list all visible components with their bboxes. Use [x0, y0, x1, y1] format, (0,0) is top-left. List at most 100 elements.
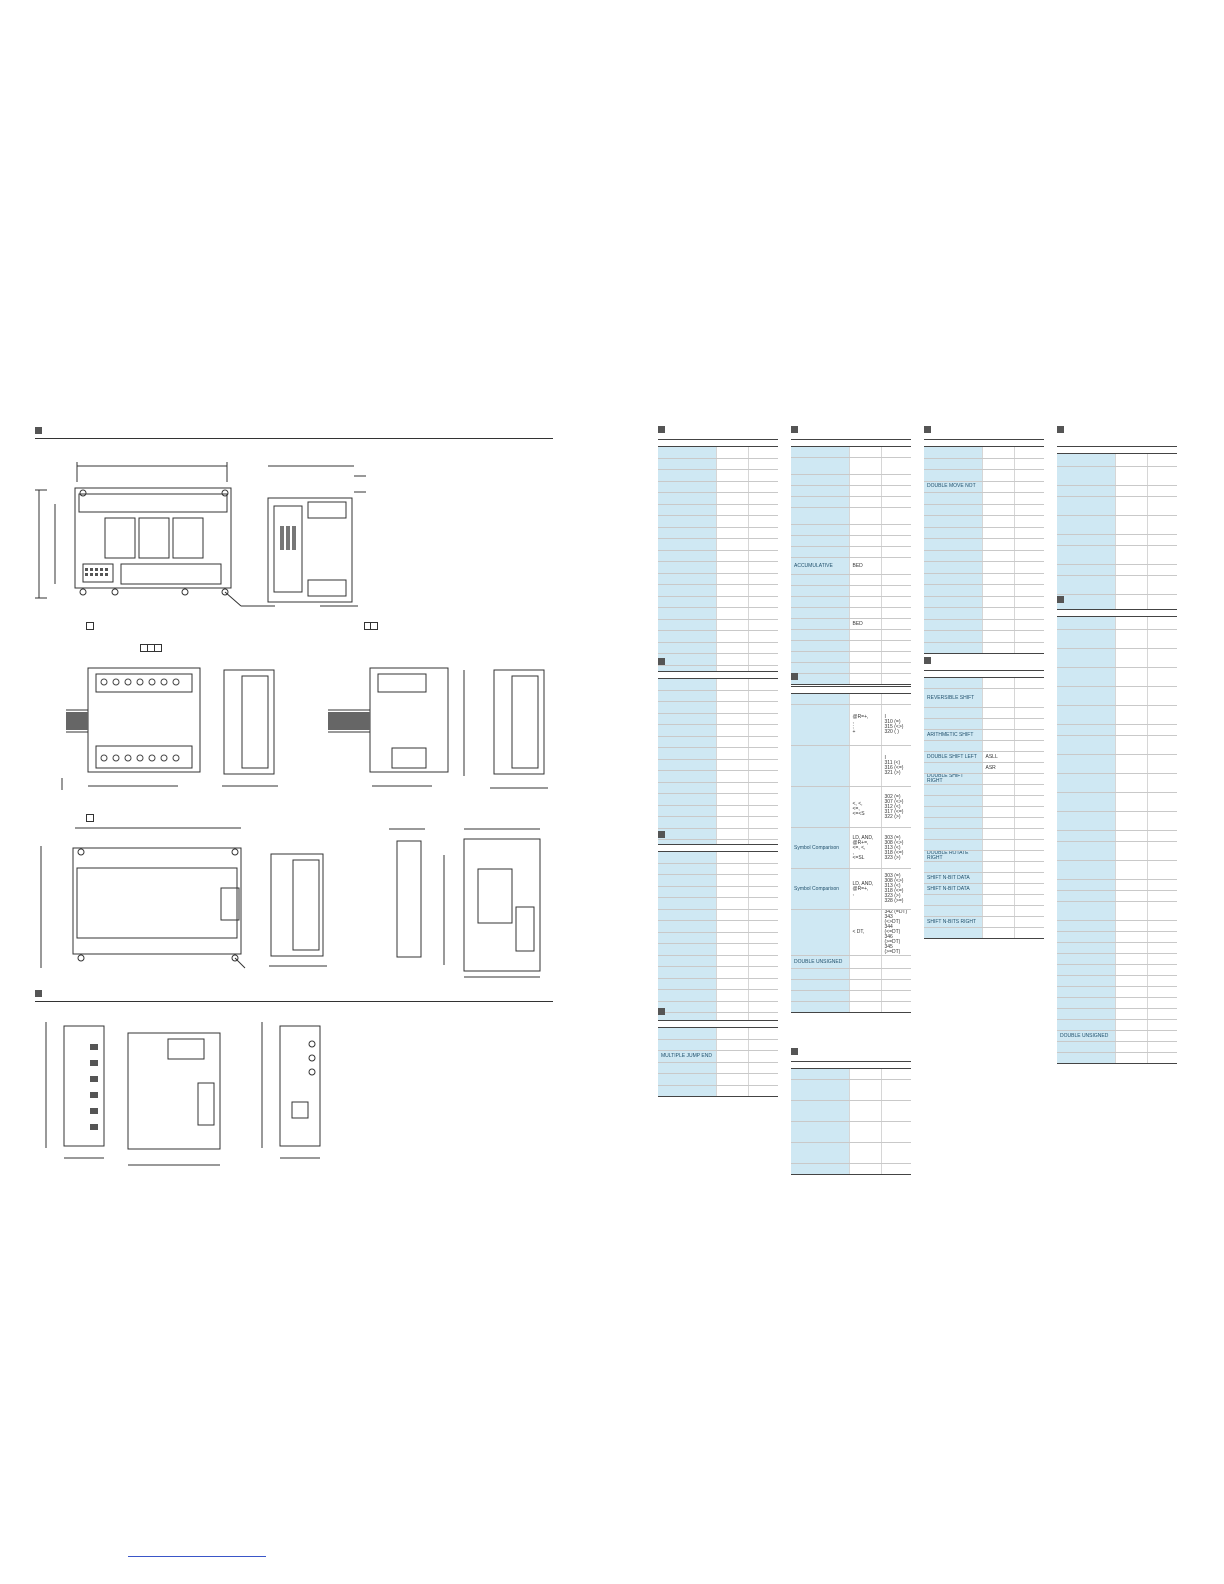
- table-cell: [1114, 1008, 1147, 1020]
- table-row: [1057, 830, 1177, 842]
- table-cell: [1146, 830, 1177, 842]
- table-cell: [1114, 496, 1147, 516]
- table-cell: [1114, 1052, 1147, 1064]
- table-cell: [1057, 466, 1115, 486]
- table-cell: [747, 886, 778, 898]
- table-cell: [848, 629, 881, 641]
- table-cell: [981, 839, 1014, 851]
- table-cell: [715, 909, 748, 921]
- table-header-cell: [748, 439, 778, 447]
- table-cell: [658, 1085, 716, 1097]
- table-cell: [715, 1001, 748, 1013]
- table-cell: [1057, 724, 1115, 736]
- table-row: MULTIPLE JUMP END: [658, 1050, 778, 1063]
- table-row: [658, 978, 778, 990]
- table-row: [1057, 534, 1177, 546]
- table-row: [791, 662, 911, 674]
- table-cell: [880, 955, 911, 969]
- table-cell: [791, 1068, 849, 1080]
- table-cell: [747, 805, 778, 817]
- table-row: [791, 1079, 911, 1101]
- footer-link[interactable]: [128, 1556, 266, 1557]
- table-row: [658, 874, 778, 887]
- table-cell: [981, 718, 1014, 730]
- table-cell: [880, 968, 911, 980]
- table-cell: BED: [848, 557, 881, 575]
- table-cell: [791, 485, 849, 497]
- table-cell: [791, 618, 849, 630]
- module-front-drawing: [440, 825, 550, 985]
- table-cell: [1114, 920, 1147, 932]
- table-row: [791, 693, 911, 705]
- instruction-table: [1057, 446, 1177, 625]
- table-cell: [981, 729, 1014, 741]
- table-cell: [880, 446, 911, 458]
- table-cell: [1057, 860, 1115, 880]
- table-cell: [1114, 648, 1147, 668]
- table-cell: [1114, 841, 1147, 861]
- table-row: [924, 561, 1044, 574]
- table-cell: [848, 446, 881, 458]
- table-cell: [715, 851, 748, 864]
- table-cell: [658, 909, 716, 921]
- table-cell: [924, 806, 982, 818]
- table-cell: [1057, 942, 1115, 954]
- table-cell: [848, 546, 881, 558]
- table-cell: [1114, 515, 1147, 535]
- table-cell: [880, 474, 911, 486]
- table-cell: [1114, 754, 1147, 774]
- table-cell: [715, 989, 748, 1002]
- table-cell: [1146, 1030, 1177, 1042]
- table-row: [791, 607, 911, 619]
- table-cell: [880, 990, 911, 1002]
- table-cell: [924, 630, 982, 643]
- table-cell: [791, 1142, 849, 1164]
- table-cell: [791, 704, 849, 746]
- table-cell: [981, 619, 1014, 631]
- table-cell: [1114, 901, 1147, 921]
- table-cell: [924, 642, 982, 654]
- table-row: [1057, 975, 1177, 987]
- table-cell: [791, 990, 849, 1002]
- table-cell: [1057, 975, 1115, 987]
- table-cell: [981, 894, 1014, 906]
- table-cell: [658, 690, 716, 702]
- table-cell: [848, 474, 881, 486]
- table-row: [658, 782, 778, 794]
- table-cell: [747, 978, 778, 990]
- table-cell: [1146, 735, 1177, 755]
- table-cell: [791, 1079, 849, 1101]
- comm-module-drawing: [256, 1018, 331, 1170]
- table-cell: [658, 446, 716, 459]
- table-cell: [1114, 534, 1147, 546]
- cpu-module-drawing: [122, 1025, 232, 1173]
- table-cell: [747, 932, 778, 944]
- table-cell: [924, 458, 982, 470]
- table-row: [1057, 953, 1177, 965]
- table-cell: [715, 515, 748, 528]
- section-marker-dimensions: [35, 427, 42, 434]
- table-row: [658, 1073, 778, 1086]
- table-cell: [1013, 861, 1044, 873]
- table-cell: [880, 485, 911, 497]
- table-row: [924, 784, 1044, 796]
- table-cell: [1146, 485, 1177, 497]
- table-cell: [715, 584, 748, 597]
- table-row: DOUBLE ROTATE RIGHT: [924, 850, 1044, 862]
- table-cell: [1013, 561, 1044, 574]
- table-cell: [658, 989, 716, 1002]
- table-cell: [1114, 705, 1147, 725]
- table-cell: [1057, 616, 1115, 630]
- table-cell: [658, 619, 716, 631]
- table-cell: [747, 607, 778, 620]
- table-cell: [658, 932, 716, 944]
- table-cell: [880, 673, 911, 685]
- instruction-table: MULTIPLE JUMP END: [658, 1020, 778, 1097]
- table-cell: [791, 1121, 849, 1143]
- table-row: I 311 (<) 316 (<=) 321 (>): [791, 745, 911, 787]
- table-row: [658, 736, 778, 748]
- table-cell: [981, 573, 1014, 585]
- table-cell: MULTIPLE JUMP END: [658, 1050, 716, 1063]
- section-rule-dimensions: [35, 438, 553, 439]
- table-cell: [924, 446, 982, 459]
